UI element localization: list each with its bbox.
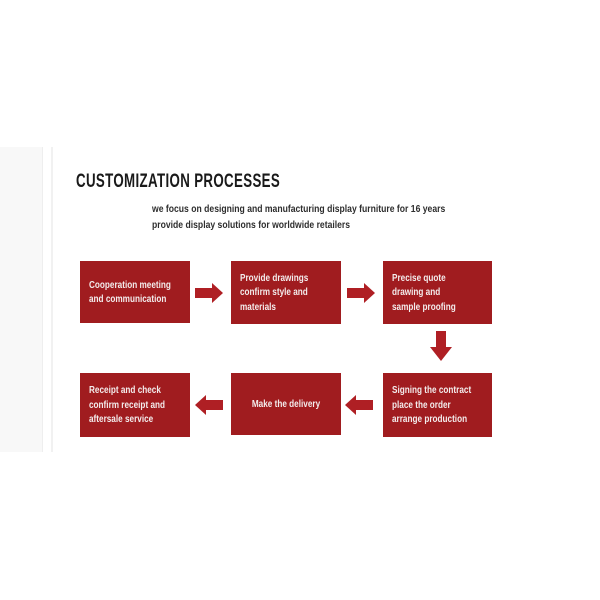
- left-margin-divider: [51, 147, 53, 452]
- arrow-right-icon: [347, 283, 375, 303]
- flow-step-5-box: Make the delivery: [231, 373, 341, 435]
- flow-step-3-line-2: drawing and: [392, 286, 441, 299]
- subtitle: we focus on designing and manufacturing …: [152, 202, 510, 233]
- flow-step-3-line-3: sample proofing: [392, 300, 456, 313]
- flow-step-4-line-3: arrange production: [392, 413, 468, 426]
- flow-step-3-line-1: Precise quote: [392, 271, 446, 284]
- arrow-left-icon: [195, 395, 223, 415]
- flow-step-6-line-2: confirm receipt and: [89, 398, 166, 411]
- flow-step-4-box: Signing the contract place the order arr…: [383, 373, 492, 437]
- flow-step-4-line-1: Signing the contract: [392, 384, 472, 397]
- left-margin-panel: [0, 147, 43, 452]
- flow-step-4-line-2: place the order: [392, 398, 451, 411]
- flow-step-1-box: Cooperation meeting and communication: [80, 261, 190, 323]
- arrow-left-icon: [345, 395, 373, 415]
- arrow-down-icon: [430, 331, 452, 361]
- page-title: CUSTOMIZATION PROCESSES: [76, 171, 281, 192]
- flow-step-6-line-3: aftersale service: [89, 413, 154, 426]
- flow-step-1-line-2: and communication: [89, 293, 167, 305]
- flow-step-3-box: Precise quote drawing and sample proofin…: [383, 261, 492, 324]
- flow-step-2-line-2: confirm style and: [240, 286, 308, 299]
- flow-step-2-box: Provide drawings confirm style and mater…: [231, 261, 341, 324]
- flow-step-2-line-1: Provide drawings: [240, 271, 309, 284]
- arrow-right-icon: [195, 283, 223, 303]
- subtitle-line-1: we focus on designing and manufacturing …: [152, 203, 446, 215]
- flow-step-6-line-1: Receipt and check: [89, 384, 161, 397]
- flow-step-6-box: Receipt and check confirm receipt and af…: [80, 373, 190, 437]
- flow-step-1-line-1: Cooperation meeting: [89, 278, 171, 291]
- flow-step-5-line-1: Make the delivery: [251, 397, 321, 410]
- subtitle-line-2: provide display solutions for worldwide …: [152, 218, 351, 231]
- flow-step-2-line-3: materials: [240, 300, 276, 313]
